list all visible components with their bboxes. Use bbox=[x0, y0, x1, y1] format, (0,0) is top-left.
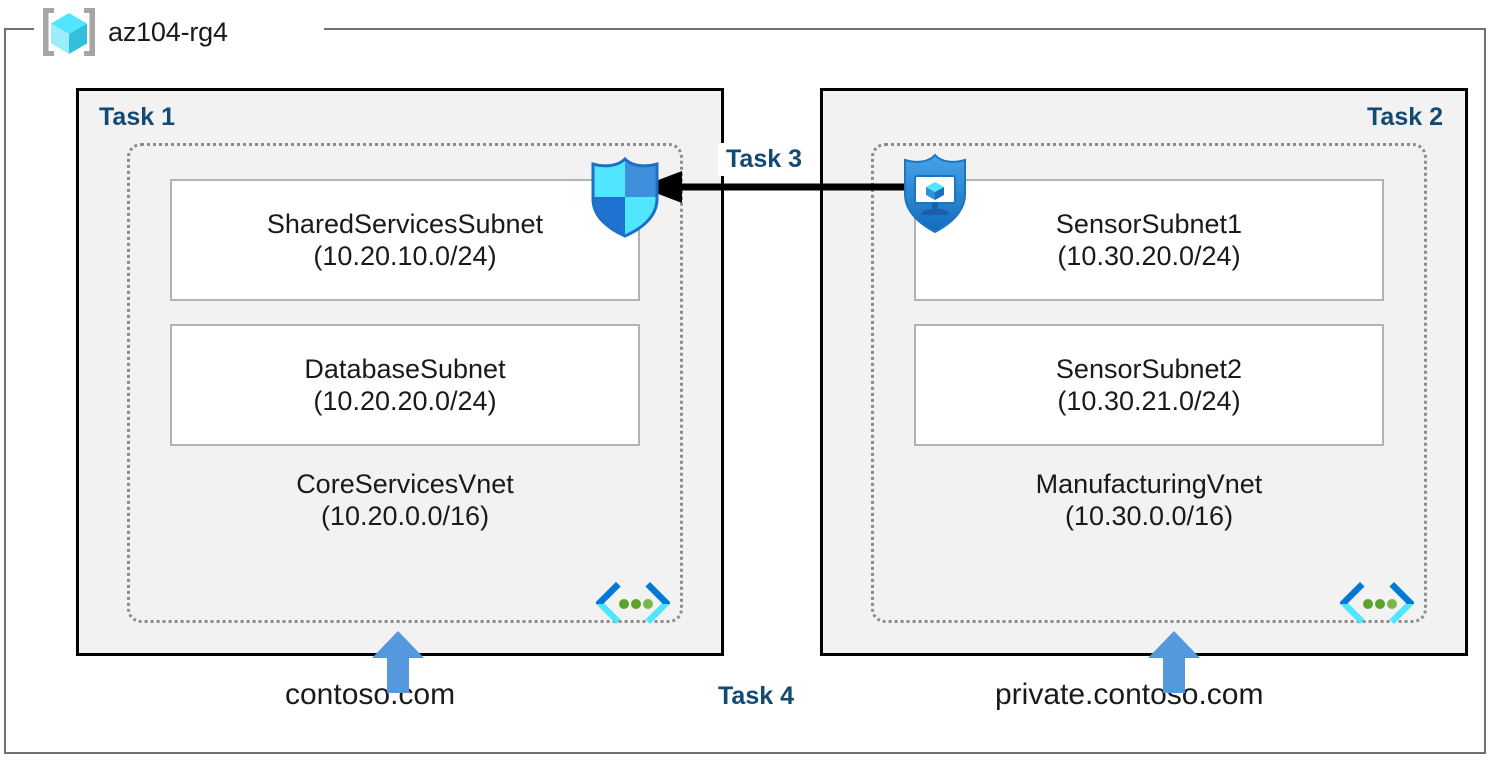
vnet-box-core-services: SharedServicesSubnet (10.20.10.0/24) Dat… bbox=[127, 143, 683, 624]
subnet-sensor-2: SensorSubnet2 (10.30.21.0/24) bbox=[914, 324, 1384, 446]
vnet-label-manufacturing: ManufacturingVnet (10.30.0.0/16) bbox=[874, 468, 1424, 533]
subnet-name: SensorSubnet1 bbox=[1055, 208, 1243, 239]
vnet-cidr: (10.30.0.0/16) bbox=[1064, 501, 1234, 532]
resource-group-name: az104-rg4 bbox=[108, 16, 228, 47]
task-panel-1: Task 1 SharedServicesSubnet (10.20.10.0/… bbox=[76, 88, 724, 656]
vnet-name: ManufacturingVnet bbox=[1035, 469, 1263, 499]
subnet-cidr: (10.20.10.0/24) bbox=[313, 241, 497, 271]
subnet-cidr: (10.30.21.0/24) bbox=[1057, 386, 1241, 416]
virtual-network-icon bbox=[594, 578, 672, 632]
subnet-shared-services: SharedServicesSubnet (10.20.10.0/24) bbox=[170, 179, 640, 301]
subnet-database: DatabaseSubnet (10.20.20.0/24) bbox=[170, 324, 640, 446]
subnet-name: DatabaseSubnet bbox=[304, 353, 506, 384]
subnet-cidr: (10.30.20.0/24) bbox=[1057, 241, 1241, 271]
subnet-sensor-1: SensorSubnet1 (10.30.20.0/24) bbox=[914, 179, 1384, 301]
resource-group-header: az104-rg4 bbox=[40, 4, 228, 60]
peering-arrow-left-icon bbox=[640, 170, 910, 204]
subnet-name: SensorSubnet2 bbox=[1055, 353, 1243, 384]
virtual-network-icon bbox=[1338, 578, 1416, 632]
task-3-label: Task 3 bbox=[718, 143, 810, 176]
task-1-label: Task 1 bbox=[99, 103, 175, 131]
vnet-box-manufacturing: SensorSubnet1 (10.30.20.0/24) SensorSubn… bbox=[871, 143, 1427, 624]
dns-zone-label-contoso: contoso.com bbox=[285, 678, 456, 711]
task-4-label: Task 4 bbox=[718, 682, 794, 710]
vnet-name: CoreServicesVnet bbox=[296, 469, 514, 499]
shield-with-monitor-icon bbox=[897, 152, 973, 236]
resource-group-frame bbox=[4, 28, 1486, 754]
task-2-label: Task 2 bbox=[1367, 103, 1443, 131]
up-arrow-icon bbox=[1148, 631, 1200, 693]
vnet-label-core-services: CoreServicesVnet (10.20.0.0/16) bbox=[130, 468, 680, 533]
up-arrow-icon bbox=[372, 631, 424, 693]
shield-icon bbox=[583, 155, 667, 239]
dns-zone-label-private-contoso: private.contoso.com bbox=[995, 678, 1264, 711]
subnet-name: SharedServicesSubnet bbox=[266, 208, 544, 239]
resource-group-cube-icon bbox=[40, 6, 98, 58]
vnet-cidr: (10.20.0.0/16) bbox=[320, 501, 490, 532]
subnet-cidr: (10.20.20.0/24) bbox=[313, 386, 497, 416]
